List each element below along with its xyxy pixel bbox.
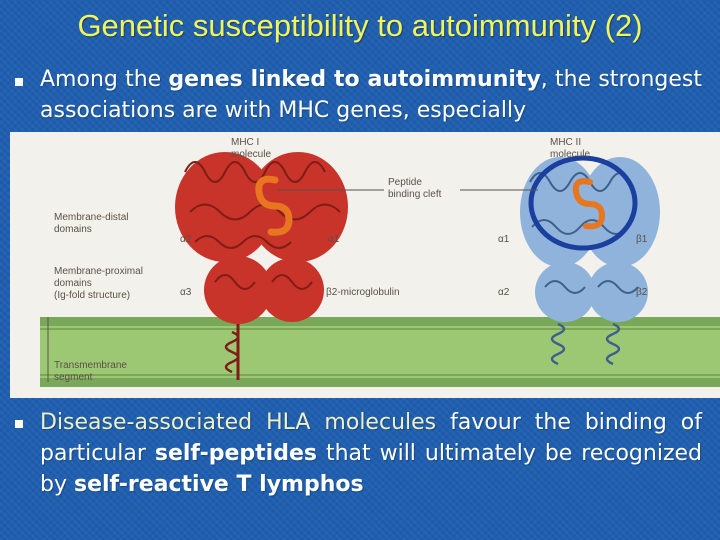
- beta2m-label: β2-microglobulin: [326, 287, 400, 298]
- mhc2-alpha1-label: α1: [498, 234, 510, 245]
- mhc2-beta2-label: β2: [636, 287, 648, 298]
- mhc1-label: MHC I molecule: [231, 137, 271, 160]
- mhc1-peptide: [255, 175, 293, 236]
- peptide-cleft-label: Peptide binding cleft: [388, 177, 442, 200]
- bullet-text-1: Among the genes linked to autoimmunity, …: [40, 64, 702, 132]
- slide-title: Genetic susceptibility to autoimmunity (…: [77, 8, 643, 43]
- mhc-diagram: MHC I molecule MHC II molecule Peptide b…: [40, 137, 720, 387]
- mhc-structure-figure: MHC I molecule MHC II molecule Peptide b…: [10, 132, 720, 398]
- binding-cleft-highlight-circle: [528, 155, 638, 251]
- mhc-class-ii-molecule: [520, 157, 660, 366]
- bullet2-part2: favour the binding of particular: [40, 410, 702, 466]
- mhc-class-i-molecule: [175, 152, 348, 380]
- alpha3-label: α3: [180, 287, 192, 298]
- bullet2-part1: Disease-associated HLA molecules: [40, 410, 437, 435]
- mhc2-label: MHC II molecule: [550, 137, 590, 160]
- bullet2-bold1: self-peptides: [154, 441, 317, 466]
- bullet-text-2: Disease-associated HLA molecules favour …: [40, 407, 702, 500]
- mhc2-peptide: [572, 178, 606, 230]
- mhc2-alpha2-label: α2: [498, 287, 510, 298]
- transmembrane-label: Transmembrane segment: [54, 360, 130, 383]
- alpha1-label: α1: [328, 234, 340, 245]
- proximal-domains-label: Membrane-proximal domains (Ig-fold struc…: [54, 266, 146, 301]
- distal-domains-label: Membrane-distal domains: [54, 212, 131, 235]
- bullet-marker: [15, 78, 23, 86]
- bullet1-post: , the strongest associations are with MH…: [40, 67, 702, 123]
- cell-membrane: [40, 317, 720, 387]
- bullet-marker: [15, 420, 23, 428]
- alpha2-label: α2: [180, 234, 192, 245]
- mhc2-beta1-label: β1: [636, 234, 648, 245]
- bullet2-bold2: self-reactive T lymphos: [73, 472, 364, 497]
- bullet1-bold: genes linked to autoimmunity: [168, 67, 541, 92]
- bullet1-pre: Among the: [40, 67, 169, 92]
- bullet2-part3: that will ultimately be recognized by: [40, 441, 702, 497]
